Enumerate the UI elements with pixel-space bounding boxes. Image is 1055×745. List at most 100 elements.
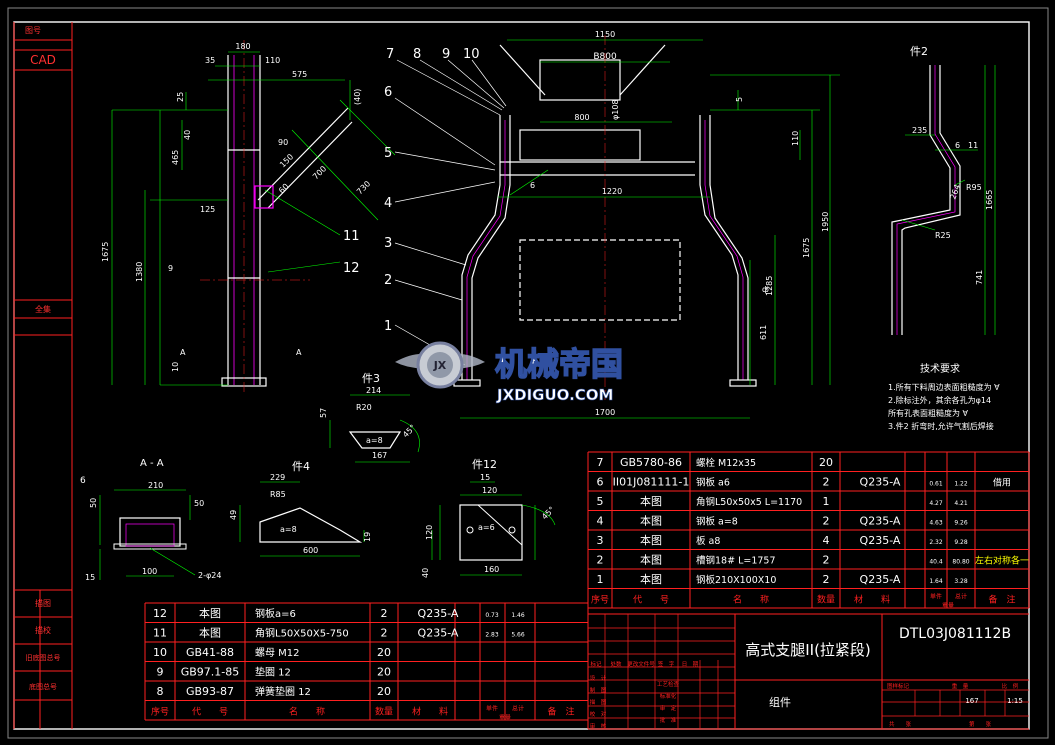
drawing-number: DTL03J081112B: [899, 626, 1011, 642]
dim-label: 110: [265, 56, 280, 65]
title-block-label: 校 对: [590, 710, 607, 718]
bom-row-weight-total: 3.28: [954, 578, 968, 585]
title-block-label: 比 例: [1002, 682, 1019, 690]
section-marker: A: [180, 348, 186, 357]
left-view-dimensions: [111, 51, 396, 386]
bom-header-cell: 代 号: [633, 595, 669, 606]
dim-label: 1675: [101, 242, 110, 262]
bom-row-code: GB41-88: [186, 646, 234, 659]
bom-row-code: 本图: [640, 514, 662, 528]
dim-label: 600: [303, 546, 318, 555]
bom-row-weight-unit: 0.73: [485, 612, 499, 619]
dim-label: 1150: [595, 30, 615, 39]
bom-row-name: 弹簧垫圈 12: [255, 685, 311, 698]
weld-label: 9: [168, 264, 173, 273]
tech-line: 2.除标注外，其余各孔为φ14: [888, 395, 991, 405]
dim-label: 60: [277, 182, 291, 196]
dim-label: 465: [171, 150, 180, 165]
section-title: A - A: [140, 458, 164, 469]
bom-row-weight-total: 80.80: [952, 559, 969, 566]
tech-title: 技术要求: [920, 362, 960, 375]
dim-label: 2-φ24: [198, 571, 221, 580]
dim-label: R95: [966, 183, 982, 192]
part4-title: 件4: [292, 460, 310, 473]
dim-label: a=8: [366, 436, 383, 445]
bom-row-weight-unit: 40.4: [929, 559, 943, 566]
sidebar-top-label: 图号: [25, 26, 41, 35]
sidebar-label: 描校: [35, 625, 51, 635]
left-view-labels: 180 110 35 575 (40) 25 40 465 125 1675 1…: [101, 42, 372, 372]
bom-row-no: 6: [597, 476, 604, 489]
bom-row-no: 2: [597, 554, 604, 567]
bom-row-name: 槽钢18# L=1757: [696, 555, 776, 567]
bom-header-cell: 备 注: [547, 706, 574, 718]
dim-label: 6: [80, 476, 86, 486]
part12-title: 件12: [472, 458, 497, 471]
watermark-en: JXDIGUO.COM: [496, 386, 613, 404]
bom-header-weight: 重量: [942, 602, 954, 610]
bom-row-qty: 1: [823, 495, 830, 508]
dim-label: R85: [270, 490, 286, 499]
bom-row-no: 1: [597, 573, 604, 586]
dim-label: 100: [142, 567, 157, 576]
bom-row-no: 10: [153, 646, 167, 659]
dim-label: 19: [363, 532, 372, 542]
bom-row-qty: 20: [377, 646, 391, 659]
dim-label: 700: [311, 164, 328, 181]
bom-row-code: 本图: [640, 553, 662, 567]
title-block-label: 第 张: [969, 720, 992, 728]
callout-number: 8: [413, 47, 421, 62]
bom-header-cell: 总计: [512, 705, 524, 713]
callout-number: 2: [384, 273, 392, 288]
bom-row-no: 11: [153, 627, 167, 640]
dim-label: 235: [912, 126, 927, 135]
title-block-label: 处数: [610, 660, 622, 668]
left-side-view: [200, 40, 353, 395]
bom-row-weight-total: 4.21: [954, 500, 968, 507]
bom-row-name: 板 a8: [696, 535, 720, 547]
dim-label: R20: [356, 403, 372, 412]
bom-row-material: Q235-A: [860, 534, 901, 547]
dim-label: 45°: [401, 423, 417, 439]
dim-label: 25: [176, 92, 185, 102]
callout-number: 3: [384, 236, 392, 251]
part2-view: 件2 235 6 11 R95 1665 264 R25 741: [891, 45, 996, 335]
dim-label: 110: [791, 131, 800, 146]
drawing-weight: 167: [965, 697, 978, 705]
technical-requirements: 技术要求 1.所有下料周边表面粗糙度为 ∀ 2.除标注外，其余各孔为φ14 所有…: [888, 362, 1000, 431]
bom-header-cell: 数量: [375, 706, 393, 718]
bom-row-material: Q235-A: [418, 627, 459, 640]
callout-number: 11: [343, 229, 360, 244]
bom-header-cell: 单件: [486, 705, 498, 713]
title-block-label: 标记: [590, 660, 602, 668]
dim-label: 57: [319, 408, 328, 418]
bom-row-material: Q235-A: [860, 476, 901, 489]
bom-row-no: 12: [153, 607, 167, 620]
dim-label: 120: [425, 525, 434, 540]
dim-label: 40: [183, 130, 192, 140]
part12-view: 件12 15 120 a=6 45° 120 40 160: [421, 458, 556, 578]
dim-label: 1675: [802, 238, 811, 258]
bom-row-no: 3: [597, 534, 604, 547]
bom-row-weight-unit: 2.83: [485, 632, 499, 639]
bom-row-qty: 20: [377, 666, 391, 679]
sidebar-label: 描图: [35, 598, 51, 608]
dim-label: 741: [975, 270, 984, 285]
callout-number: 10: [463, 47, 480, 62]
bom-row-code: II01J081111-1: [613, 476, 690, 489]
bom-row-code: GB97.1-85: [181, 666, 240, 679]
weld-label: 6: [530, 181, 535, 190]
bom-row-code: 本图: [640, 494, 662, 508]
watermark-cn: 机械帝国: [495, 345, 623, 383]
bom-row-weight-unit: 4.63: [929, 520, 943, 527]
bom-row-no: 5: [597, 495, 604, 508]
tech-line: 1.所有下料周边表面粗糙度为 ∀: [888, 382, 1000, 392]
dim-label: 210: [148, 481, 163, 490]
dim-label: 120: [482, 486, 497, 495]
bom-row-name: 螺栓 M12x35: [696, 457, 756, 469]
dim-label: 11: [968, 141, 978, 150]
bom-row-qty: 4: [823, 534, 830, 547]
title-block-label: 图样标记: [887, 682, 910, 690]
